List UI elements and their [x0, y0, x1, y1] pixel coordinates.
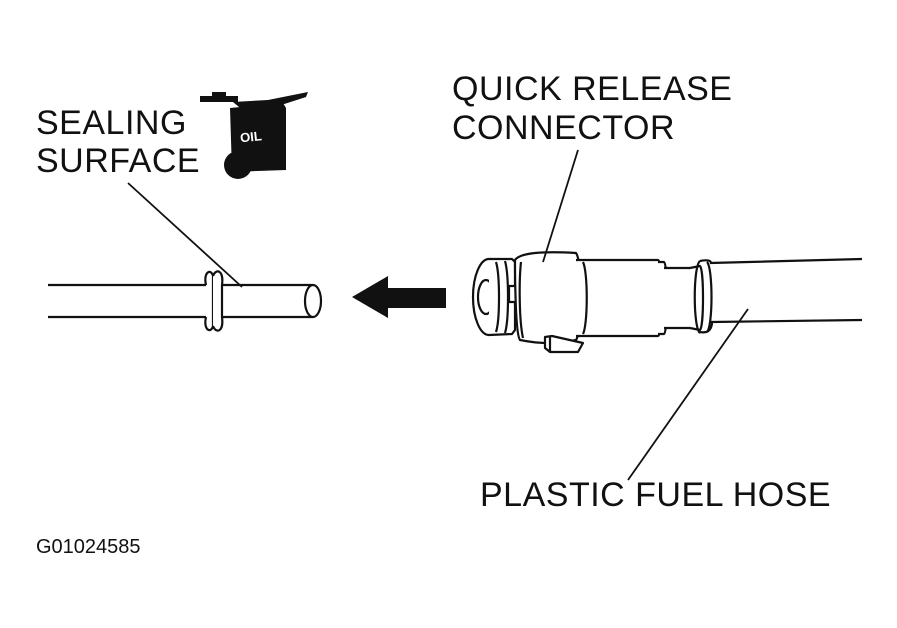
direction-arrow	[352, 276, 446, 318]
quick-release-connector	[471, 251, 705, 354]
quick-release-leader	[542, 149, 579, 263]
quick-release-label-line1: QUICK RELEASE	[452, 70, 733, 108]
plastic-fuel-hose	[693, 257, 863, 334]
plastic-fuel-hose-leader	[627, 308, 749, 481]
figure-id: G01024585	[36, 536, 141, 558]
plastic-fuel-hose-label: PLASTIC FUEL HOSE	[480, 476, 832, 514]
sealing-surface-leader	[127, 182, 243, 288]
steel-fuel-tube	[48, 283, 323, 319]
sealing-surface-label-line2: SURFACE	[36, 142, 201, 180]
quick-release-label-line2: CONNECTOR	[452, 109, 675, 147]
oil-can-label: OIL	[239, 128, 262, 145]
tube-bead-collar	[204, 270, 224, 332]
oil-can-icon: OIL	[200, 92, 308, 179]
sealing-surface-label-line1: SEALING	[36, 104, 187, 142]
